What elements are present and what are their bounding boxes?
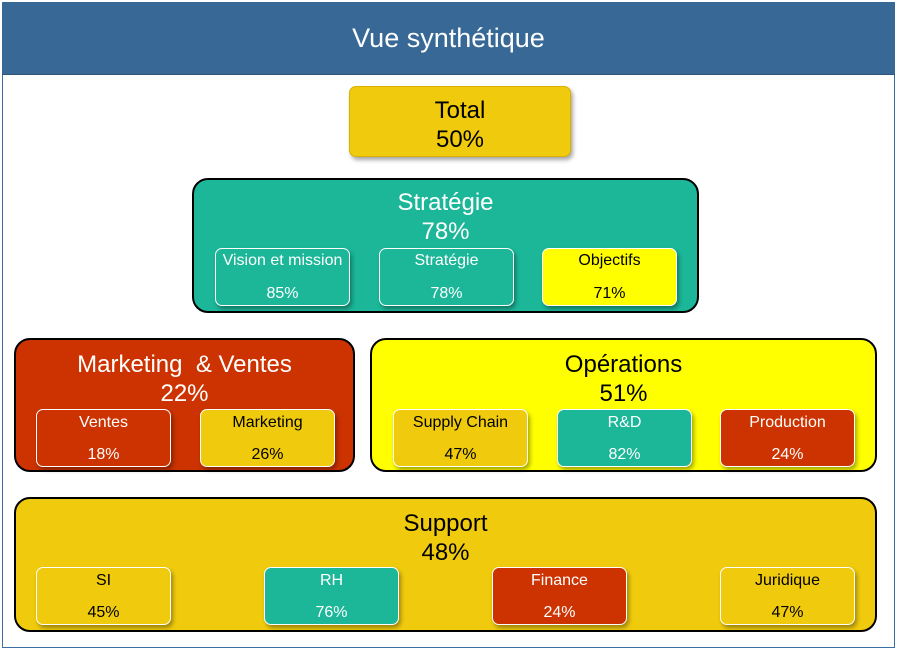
card-value: 24% (771, 446, 804, 463)
card-marketing: Marketing 26% (200, 409, 335, 467)
card-value: 71% (593, 285, 626, 302)
card-value: 82% (608, 446, 641, 463)
group-marketing-value: 22% (160, 380, 209, 407)
card-objectifs: Objectifs 71% (542, 248, 677, 306)
card-finance: Finance 24% (492, 567, 627, 625)
card-label: Ventes (79, 414, 128, 431)
page-header: Vue synthétique (2, 2, 895, 75)
card-label: Objectifs (578, 252, 641, 269)
card-strategie: Stratégie 78% (379, 248, 514, 306)
card-label: Supply Chain (412, 414, 509, 431)
card-value: 18% (87, 446, 120, 463)
card-label: Marketing (232, 414, 303, 431)
group-support-value: 48% (421, 539, 470, 566)
card-label: Juridique (755, 572, 820, 589)
group-strategie-label: Stratégie (397, 189, 494, 216)
card-ventes: Ventes 18% (36, 409, 171, 467)
card-label: Stratégie (414, 252, 479, 269)
card-label: SI (95, 572, 112, 589)
card-value: 85% (266, 285, 299, 302)
card-juridique: Juridique 47% (720, 567, 855, 625)
card-production: Production 24% (720, 409, 855, 467)
card-label: Vision et mission (222, 252, 343, 269)
card-value: 76% (315, 604, 348, 621)
card-vision-mission: Vision et mission 85% (215, 248, 350, 306)
card-label: R&D (607, 414, 642, 431)
card-value: 47% (771, 604, 804, 621)
card-value: 26% (251, 446, 284, 463)
group-strategie-value: 78% (421, 218, 470, 245)
card-label: RH (319, 572, 344, 589)
total-box: Total 50% (349, 86, 571, 157)
card-supply-chain: Supply Chain 47% (393, 409, 528, 467)
card-value: 45% (87, 604, 120, 621)
group-operations-label: Opérations (564, 351, 683, 378)
total-label: Total (434, 97, 486, 124)
page-title: Vue synthétique (352, 22, 545, 53)
card-si: SI 45% (36, 567, 171, 625)
group-support-label: Support (403, 510, 488, 537)
card-value: 78% (430, 285, 463, 302)
total-value: 50% (435, 126, 485, 153)
group-marketing-label: Marketing & Ventes (77, 351, 292, 378)
card-value: 24% (543, 604, 576, 621)
card-label: Production (749, 414, 826, 431)
card-value: 47% (444, 446, 477, 463)
card-rh: RH 76% (264, 567, 399, 625)
card-rnd: R&D 82% (557, 409, 692, 467)
card-label: Finance (531, 572, 588, 589)
group-operations-value: 51% (599, 380, 648, 407)
